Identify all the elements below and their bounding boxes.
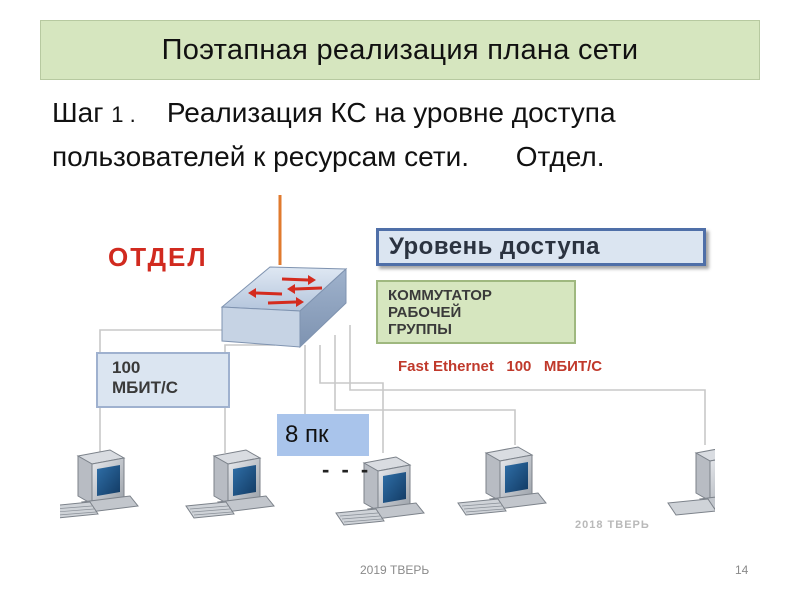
desktop-computer-icon — [185, 449, 275, 519]
network-diagram: ОТДЕЛ Уровень доступа КОММУТАТОР РАБОЧЕЙ… — [60, 195, 715, 540]
speed-label-box: 100 МБИТ/С — [96, 352, 230, 408]
ellipsis-label: - - - — [322, 457, 372, 482]
network-switch-icon — [220, 266, 348, 349]
desktop-computer-icon — [335, 456, 425, 526]
subtitle-step-number: 1 . — [111, 102, 136, 127]
footer-year: 2019 ТВЕРЬ — [360, 563, 430, 577]
network-diagram-drawing — [60, 195, 715, 526]
desktop-computer-icon — [457, 446, 547, 516]
subtitle-line-2: пользователей к ресурсам сети. Отдел. — [52, 141, 605, 172]
switch-label-line: ГРУППЫ — [388, 321, 452, 338]
slide-title: Поэтапная реализация плана сети — [161, 33, 639, 66]
switch-label-box: КОММУТАТОР РАБОЧЕЙ ГРУППЫ — [376, 280, 576, 344]
switch-label-line: РАБОЧЕЙ — [388, 304, 462, 321]
subtitle-step-text: Реализация КС на уровне доступа — [166, 97, 616, 128]
watermark-label: 2018 ТВЕРЬ — [575, 519, 650, 531]
pc-cables — [99, 325, 706, 453]
subtitle-line-1: Шаг 1 . Реализация КС на уровне доступа — [52, 92, 772, 136]
department-label: ОТДЕЛ — [108, 242, 208, 272]
page-number: 14 — [735, 563, 749, 577]
fast-ethernet-label: Fast Ethernet 100 МБИТ/С — [398, 358, 603, 375]
pc-count-box: 8 пк — [277, 414, 369, 456]
slide-title-bar: Поэтапная реализация плана сети — [40, 20, 760, 80]
switch-label-line: КОММУТАТОР — [388, 287, 492, 304]
access-level-box: Уровень доступа — [376, 228, 706, 266]
slide-subtitle: Шаг 1 . Реализация КС на уровне доступа … — [52, 92, 772, 178]
access-level-label: Уровень доступа — [389, 233, 601, 260]
subtitle-step-prefix: Шаг — [52, 97, 112, 128]
desktop-computer-icon — [60, 449, 139, 519]
pc-count-label: 8 пк — [285, 421, 329, 448]
desktop-computer-icon-partial — [667, 448, 715, 516]
speed-label-line: 100 — [112, 358, 141, 377]
speed-label-line: МБИТ/С — [112, 378, 178, 397]
